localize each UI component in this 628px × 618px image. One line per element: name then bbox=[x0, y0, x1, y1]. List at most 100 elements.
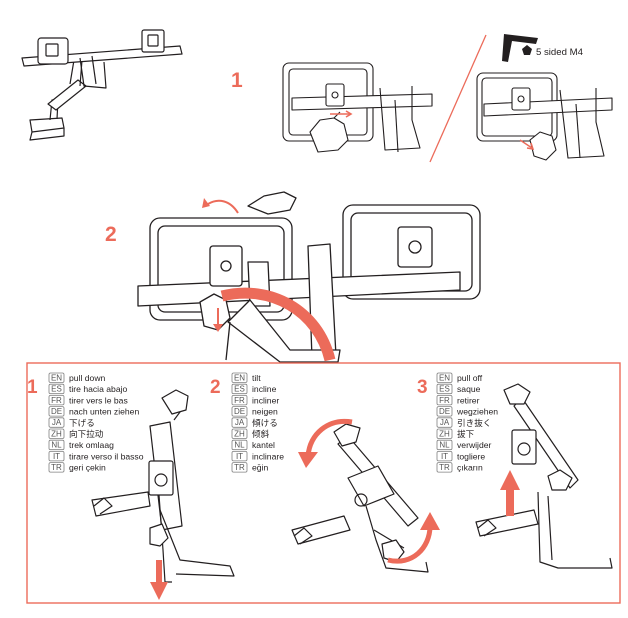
phrase-row: TR eğin bbox=[231, 462, 268, 473]
phrase-row: DE neigen bbox=[231, 406, 278, 417]
language-code-badge bbox=[436, 372, 453, 383]
language-code: TR bbox=[234, 463, 245, 472]
pull-down-arrow-icon bbox=[150, 560, 168, 600]
instruction-phrase: eğin bbox=[252, 463, 268, 473]
language-code: NL bbox=[234, 441, 245, 450]
top-step-2-number: 2 bbox=[105, 223, 117, 246]
phrase-row: TR geri çekin bbox=[48, 462, 106, 473]
language-code-badge bbox=[436, 439, 453, 451]
language-code-badge bbox=[48, 406, 65, 417]
language-code: EN bbox=[234, 373, 245, 382]
instruction-phrase: tire hacia abajo bbox=[69, 384, 128, 394]
pentagon-icon bbox=[522, 45, 532, 55]
language-code-badge bbox=[231, 450, 248, 462]
tilt-arrows-icon bbox=[298, 418, 440, 564]
instruction-phrase: çıkarın bbox=[457, 463, 483, 473]
language-code: JA bbox=[440, 418, 450, 427]
hex-key-arrow bbox=[519, 139, 535, 150]
instruction-phrase: retirer bbox=[457, 395, 480, 405]
language-code: IT bbox=[53, 452, 60, 461]
language-code: IT bbox=[236, 452, 243, 461]
instruction-phrase: 倾斜 bbox=[252, 428, 270, 439]
instruction-phrase: verwijder bbox=[457, 440, 492, 450]
phrase-row: ZH 拔下 bbox=[436, 428, 475, 439]
language-code-badge bbox=[436, 450, 453, 462]
top-divider bbox=[429, 34, 487, 163]
language-code-badge bbox=[48, 428, 65, 439]
phrase-row: JA 傾ける bbox=[231, 417, 278, 428]
language-code: ZH bbox=[234, 429, 245, 438]
instruction-phrase: trek omlaag bbox=[69, 440, 114, 450]
instruction-phrase: geri çekin bbox=[69, 463, 106, 473]
instruction-phrase: 引き抜く bbox=[457, 417, 491, 428]
panel-1-illustration bbox=[91, 389, 235, 583]
language-code-badge bbox=[231, 383, 248, 395]
phrase-row: ZH 向下拉动 bbox=[48, 428, 104, 439]
language-code-badge bbox=[231, 417, 248, 428]
phrase-row: NL kantel bbox=[231, 439, 275, 450]
step-2-number: 2 bbox=[210, 377, 221, 398]
instruction-phrase: incline bbox=[252, 384, 277, 394]
hex-key-icon bbox=[502, 34, 538, 62]
instruction-phrase: kantel bbox=[252, 440, 275, 450]
language-code: FR bbox=[439, 396, 450, 405]
top-step-1-number: 1 bbox=[231, 69, 243, 92]
language-code: ES bbox=[51, 385, 62, 394]
step1-illustration bbox=[282, 62, 433, 153]
instruction-phrase: tirare verso il basso bbox=[69, 451, 144, 461]
step-1-number: 1 bbox=[27, 377, 38, 398]
language-code: NL bbox=[51, 441, 62, 450]
language-code: ZH bbox=[51, 429, 62, 438]
language-code-badge bbox=[231, 394, 248, 406]
instruction-phrase: neigen bbox=[252, 407, 278, 417]
language-code: TR bbox=[51, 463, 62, 472]
language-code-badge bbox=[436, 394, 453, 406]
language-code-badge bbox=[436, 406, 453, 417]
phrase-row: FR retirer bbox=[436, 394, 480, 406]
overview-illustration bbox=[21, 29, 183, 141]
language-code: IT bbox=[441, 452, 448, 461]
step1-arrows bbox=[330, 110, 353, 118]
instruction-phrase: saque bbox=[457, 384, 481, 394]
language-code: DE bbox=[51, 407, 62, 416]
language-code-badge bbox=[436, 417, 453, 428]
panel-2-illustration bbox=[291, 423, 429, 573]
phrase-row: NL verwijder bbox=[436, 439, 492, 451]
language-code: DE bbox=[234, 407, 245, 416]
language-code-badge bbox=[436, 428, 453, 439]
instruction-phrase: incliner bbox=[252, 395, 279, 405]
language-code-badge bbox=[48, 394, 65, 406]
language-code-badge bbox=[48, 450, 65, 462]
instruction-phrase: 傾ける bbox=[252, 418, 278, 428]
phrase-row: ZH 倾斜 bbox=[231, 428, 270, 439]
instruction-phrase: 拔下 bbox=[457, 428, 475, 439]
language-code-badge bbox=[231, 406, 248, 417]
phrase-row: NL trek omlaag bbox=[48, 439, 114, 450]
language-code-badge bbox=[48, 372, 65, 383]
instruction-phrase: 向下拉动 bbox=[69, 428, 104, 439]
dual-monitor-arrows bbox=[202, 198, 336, 362]
language-code: ZH bbox=[439, 429, 450, 438]
instruction-phrase: tirer vers le bas bbox=[69, 395, 128, 405]
phrase-row: IT tirare verso il basso bbox=[48, 450, 144, 462]
language-code: NL bbox=[439, 441, 450, 450]
instruction-phrase: pull off bbox=[457, 373, 483, 383]
language-code-badge bbox=[231, 372, 248, 383]
language-code-badge bbox=[231, 462, 248, 473]
hex-key-illustration bbox=[476, 72, 613, 161]
language-code: JA bbox=[235, 418, 245, 427]
